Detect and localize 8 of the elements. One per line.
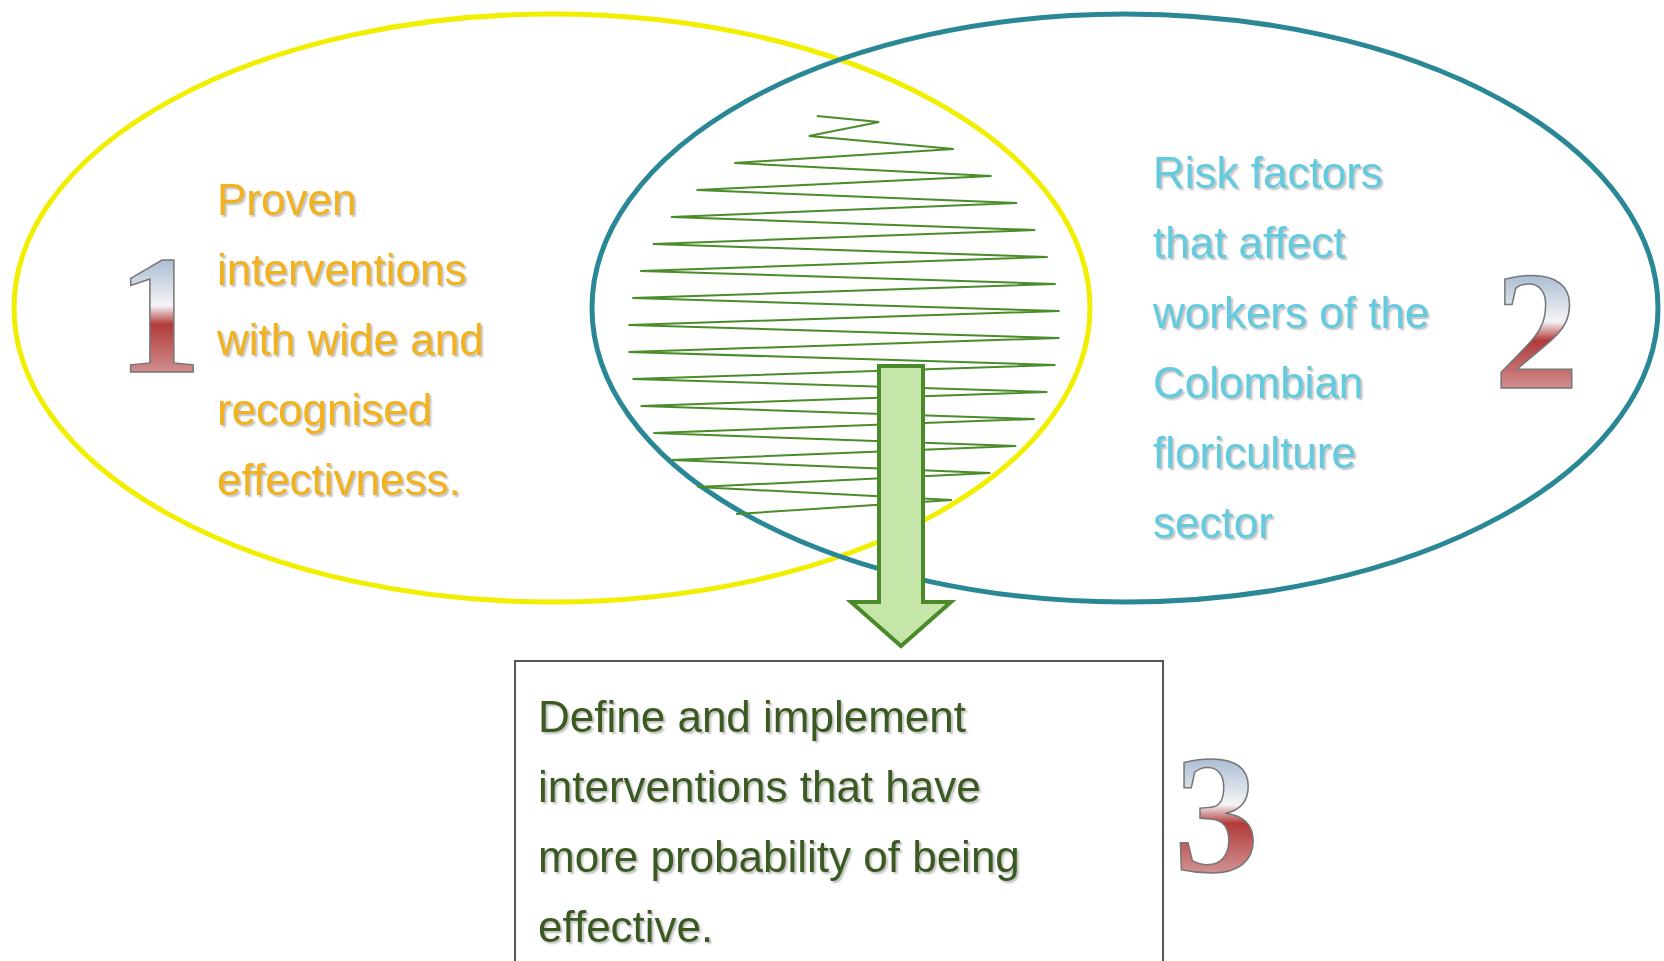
venn-label: Proven interventions with wide and recognised effectivness. [217,174,485,506]
number-label: 2 [1494,237,1579,425]
result-box [514,660,1164,961]
number-label: 3 [1174,720,1259,908]
result-text: Define and implement interventions that have more probability of being effective. [538,691,1021,953]
number-label: 1 [117,221,202,409]
block-arrow [845,364,957,649]
venn-label: Risk factors that affect workers of the Colombian floriculture sector [1153,147,1431,549]
